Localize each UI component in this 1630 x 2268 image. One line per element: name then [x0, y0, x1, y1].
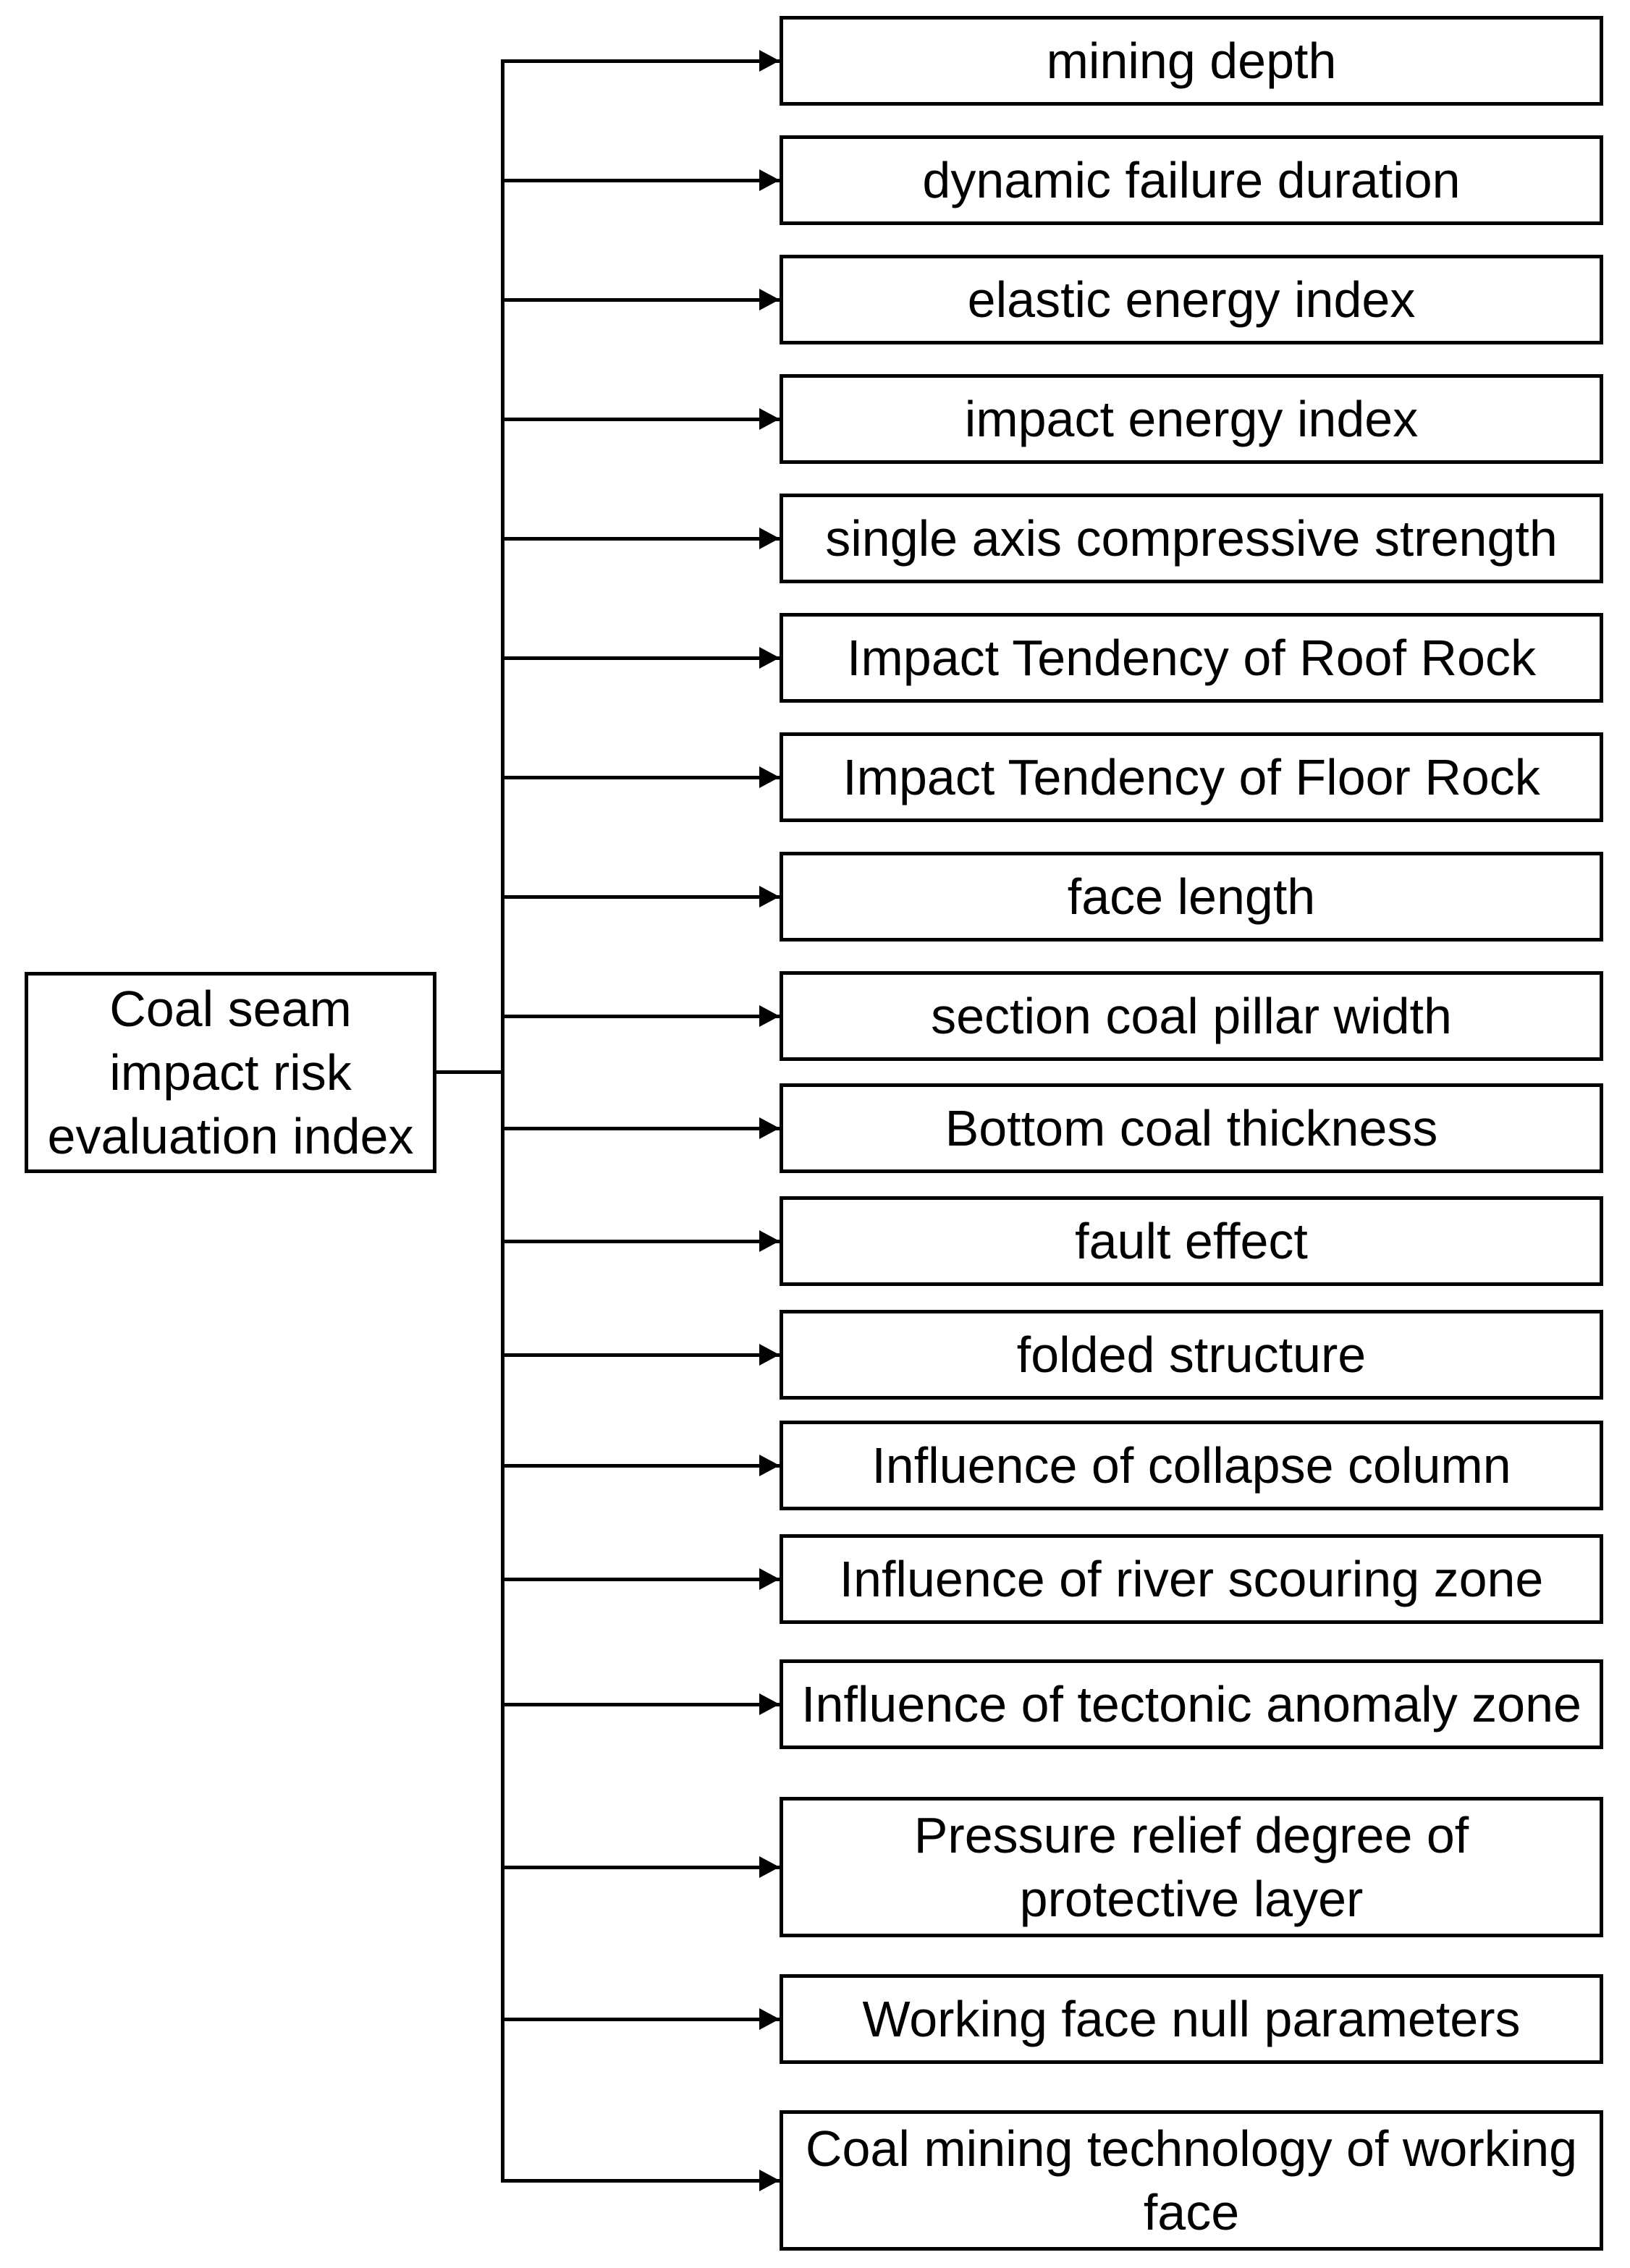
branch-row: face length: [501, 852, 1603, 942]
branch-row: Bottom coal thickness: [501, 1083, 1603, 1173]
branch-connector-line: [501, 417, 780, 421]
arrow-right-icon: [759, 647, 780, 669]
arrow-right-icon: [759, 1344, 780, 1366]
arrow-right-icon: [759, 169, 780, 191]
branch-connector-line: [501, 178, 780, 182]
branch-node: Influence of collapse column: [780, 1421, 1603, 1510]
branch-node-label: face length: [1067, 868, 1316, 925]
arrow-right-icon: [759, 2008, 780, 2030]
branch-connector-line: [501, 2017, 780, 2021]
branch-row: dynamic failure duration: [501, 135, 1603, 225]
branch-row: Pressure relief degree of protective lay…: [501, 1797, 1603, 1937]
branch-node-label: Bottom coal thickness: [945, 1100, 1438, 1156]
branch-node: Bottom coal thickness: [780, 1083, 1603, 1173]
branch-node-label: single axis compressive strength: [825, 510, 1558, 567]
arrow-right-icon: [759, 2170, 780, 2191]
branch-node-label: Impact Tendency of Roof Rock: [847, 630, 1536, 686]
branch-node-label: impact energy index: [964, 391, 1419, 447]
branch-node: fault effect: [780, 1196, 1603, 1286]
branch-node-label: fault effect: [1075, 1213, 1308, 1269]
branch-connector-line: [501, 775, 780, 779]
branch-node: mining depth: [780, 16, 1603, 106]
root-node: Coal seam impact risk evaluation index: [25, 972, 436, 1173]
arrow-right-icon: [759, 1117, 780, 1139]
branch-connector-line: [501, 1014, 780, 1018]
branch-connector-line: [501, 656, 780, 660]
branch-node-label: dynamic failure duration: [922, 152, 1461, 208]
branch-row: elastic energy index: [501, 255, 1603, 344]
branch-node: Pressure relief degree of protective lay…: [780, 1797, 1603, 1937]
branch-node-label: folded structure: [1016, 1326, 1367, 1383]
branch-row: Coal mining technology of working face: [501, 2110, 1603, 2251]
branch-node-label: Coal mining technology of working face: [805, 2120, 1578, 2241]
branch-connector-line: [501, 1353, 780, 1357]
branch-node: Influence of tectonic anomaly zone: [780, 1659, 1603, 1749]
branch-connector-line: [501, 536, 780, 541]
branch-row: Influence of tectonic anomaly zone: [501, 1659, 1603, 1749]
branch-connector-line: [501, 1577, 780, 1581]
arrow-right-icon: [759, 1455, 780, 1476]
branch-node: Impact Tendency of Floor Rock: [780, 732, 1603, 822]
root-node-label: Coal seam impact risk evaluation index: [47, 981, 414, 1164]
branch-node: single axis compressive strength: [780, 494, 1603, 583]
branch-row: Impact Tendency of Roof Rock: [501, 613, 1603, 703]
trunk-line: [501, 61, 504, 2180]
branch-connector-line: [501, 1239, 780, 1243]
branch-node: Influence of river scouring zone: [780, 1534, 1603, 1624]
branch-node: face length: [780, 852, 1603, 942]
branch-row: single axis compressive strength: [501, 494, 1603, 583]
branch-connector-line: [501, 894, 780, 899]
branch-node-label: mining depth: [1046, 33, 1337, 89]
branch-row: Working face null parameters: [501, 1974, 1603, 2064]
branch-row: Influence of river scouring zone: [501, 1534, 1603, 1624]
branch-connector-line: [501, 297, 780, 302]
branch-node: Coal mining technology of working face: [780, 2110, 1603, 2251]
branch-node: Working face null parameters: [780, 1974, 1603, 2064]
arrow-right-icon: [759, 289, 780, 310]
branch-node: folded structure: [780, 1310, 1603, 1400]
arrow-right-icon: [759, 1005, 780, 1027]
arrow-right-icon: [759, 1856, 780, 1878]
branch-row: section coal pillar width: [501, 971, 1603, 1061]
branch-node-label: section coal pillar width: [931, 988, 1452, 1044]
branch-row: mining depth: [501, 16, 1603, 106]
branch-row: Influence of collapse column: [501, 1421, 1603, 1510]
branch-connector-line: [501, 1463, 780, 1468]
branch-rows: mining depth dynamic failure duration el…: [501, 0, 1603, 2268]
branch-node-label: Pressure relief degree of protective lay…: [913, 1807, 1469, 1927]
arrow-right-icon: [759, 1230, 780, 1252]
branch-node: elastic energy index: [780, 255, 1603, 344]
arrow-right-icon: [759, 528, 780, 549]
branch-row: impact energy index: [501, 374, 1603, 464]
arrow-right-icon: [759, 886, 780, 907]
branch-node-label: Influence of collapse column: [871, 1437, 1511, 1494]
branch-node-label: elastic energy index: [967, 271, 1416, 328]
branch-connector-line: [501, 1865, 780, 1869]
branch-row: folded structure: [501, 1310, 1603, 1400]
branch-node-label: Influence of tectonic anomaly zone: [801, 1676, 1582, 1732]
branch-node-label: Impact Tendency of Floor Rock: [843, 749, 1540, 805]
arrow-right-icon: [759, 766, 780, 788]
branch-connector-line: [501, 1702, 780, 1706]
branch-connector-line: [501, 59, 780, 63]
branch-node: section coal pillar width: [780, 971, 1603, 1061]
arrow-right-icon: [759, 408, 780, 430]
branch-row: fault effect: [501, 1196, 1603, 1286]
arrow-right-icon: [759, 50, 780, 72]
branch-node: impact energy index: [780, 374, 1603, 464]
arrow-right-icon: [759, 1568, 780, 1590]
branch-node: dynamic failure duration: [780, 135, 1603, 225]
branch-connector-line: [501, 2178, 780, 2183]
branch-node-label: Influence of river scouring zone: [839, 1551, 1544, 1607]
branch-node-label: Working face null parameters: [862, 1991, 1521, 2047]
branch-node: Impact Tendency of Roof Rock: [780, 613, 1603, 703]
arrow-right-icon: [759, 1693, 780, 1715]
root-connector-line: [435, 1070, 504, 1074]
branch-connector-line: [501, 1126, 780, 1130]
branch-row: Impact Tendency of Floor Rock: [501, 732, 1603, 822]
